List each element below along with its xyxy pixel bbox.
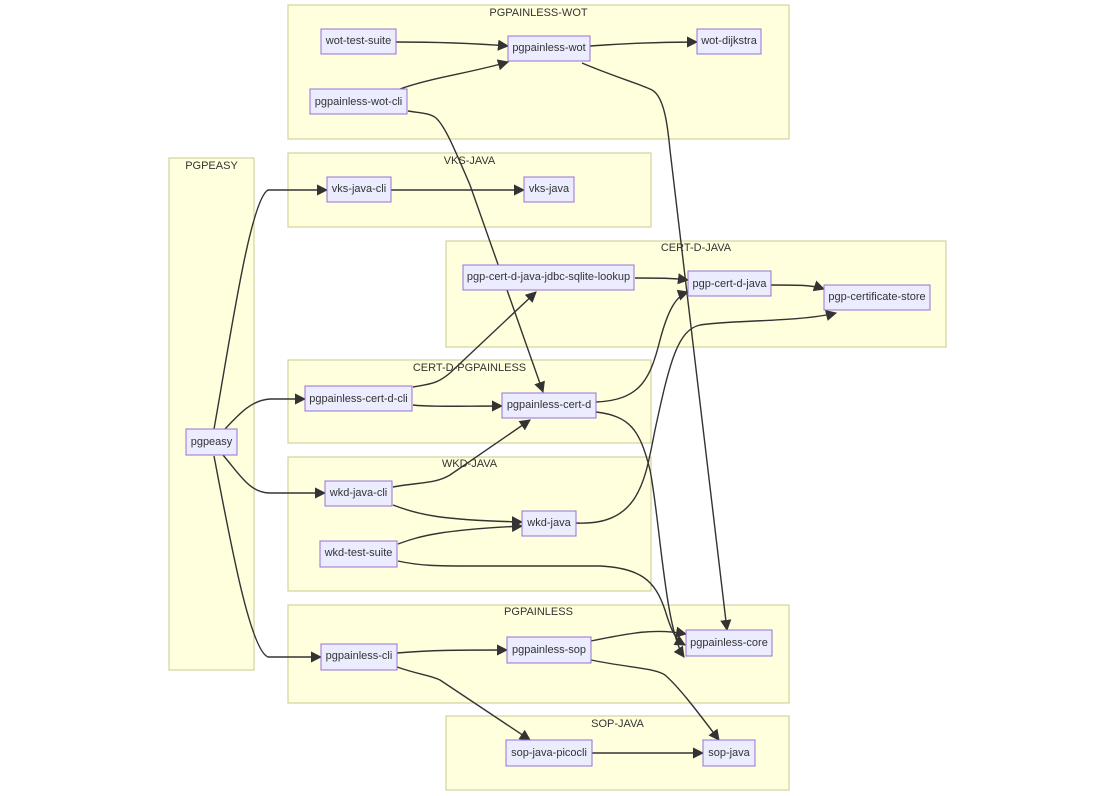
node-label: sop-java-picocli [511, 747, 587, 759]
cluster-label: PGPAINLESS-WOT [489, 7, 587, 19]
node-pgpainless-wot-cli[interactable]: pgpainless-wot-cli [309, 88, 408, 115]
node-wkd-test-suite[interactable]: wkd-test-suite [319, 540, 398, 568]
edge-wkd-java-cli-to-pgpainless-cert-d [392, 419, 531, 488]
edge-wkd-test-suite-to-wkd-java [397, 520, 524, 545]
edge-pgpainless-wot-cli-to-pgpainless-wot [399, 59, 510, 90]
node-sop-java-picocli[interactable]: sop-java-picocli [505, 739, 593, 767]
node-label: pgp-cert-d-java-jdbc-sqlite-lookup [467, 271, 630, 283]
edge-pgpeasy-to-pgpainless-cli [213, 455, 323, 663]
edge-pgpainless-wot-to-wot-dijkstra [589, 36, 699, 48]
node-label: vks-java-cli [332, 183, 386, 195]
edge-pgpainless-cli-to-pgpainless-sop [396, 644, 509, 656]
node-pgpainless-cli[interactable]: pgpainless-cli [320, 643, 398, 671]
node-wot-dijkstra[interactable]: wot-dijkstra [696, 28, 762, 55]
node-label: pgpainless-cli [326, 650, 393, 662]
node-label: wkd-test-suite [324, 547, 393, 559]
node-label: pgpeasy [191, 436, 233, 448]
node-label: sop-java [708, 747, 750, 759]
node-wkd-java[interactable]: wkd-java [521, 510, 577, 537]
edge-wot-test-suite-to-pgpainless-wot [395, 39, 510, 51]
cluster-wkd-java: WKD-JAVA [287, 456, 652, 592]
node-pgpainless-wot[interactable]: pgpainless-wot [507, 35, 591, 62]
node-wkd-java-cli[interactable]: wkd-java-cli [324, 480, 393, 507]
cluster-label: CERT-D-PGPAINLESS [413, 362, 526, 374]
edge-pgpeasy-to-wkd-java-cli [222, 454, 327, 499]
cluster-label: SOP-JAVA [591, 718, 644, 730]
node-vks-java-cli[interactable]: vks-java-cli [326, 176, 392, 203]
edge-pgpainless-cert-d-cli-to-pgpainless-cert-d [412, 400, 504, 412]
cluster-label: CERT-D-JAVA [661, 242, 732, 254]
edge-pgpainless-sop-to-sop-java [590, 659, 720, 741]
node-label: pgpainless-core [690, 637, 768, 649]
edge-pgpeasy-to-pgpainless-cert-d-cli [224, 393, 307, 430]
edge-pgpainless-cert-d-cli-to-sqlite-lookup [412, 291, 537, 388]
edge-pgp-cert-d-java-to-pgp-certificate-store [770, 280, 826, 292]
node-pgpainless-core[interactable]: pgpainless-core [685, 629, 773, 657]
edge-pgpainless-sop-to-pgpainless-core [590, 626, 688, 642]
node-label: pgpainless-cert-d [507, 399, 591, 411]
cluster-label: WKD-JAVA [442, 458, 498, 470]
cluster-label: PGPAINLESS [504, 606, 573, 618]
edge-wkd-java-to-pgp-certificate-store [575, 310, 838, 524]
node-pgpeasy[interactable]: pgpeasy [185, 428, 238, 456]
node-label: wot-dijkstra [700, 35, 758, 47]
edge-pgpainless-cert-d-to-pgpainless-core [595, 411, 685, 658]
cluster-pgpeasy: PGPEASY [168, 157, 255, 671]
node-label: pgpainless-cert-d-cli [309, 393, 407, 405]
edge-pgpainless-wot-cli-to-pgpainless-cert-d [407, 110, 545, 394]
node-label: wot-test-suite [325, 35, 391, 47]
edge-pgpainless-wot-to-pgpainless-core [581, 62, 732, 632]
node-label: pgpainless-sop [512, 644, 586, 656]
edge-wkd-test-suite-to-pgpainless-core [397, 560, 686, 646]
edge-sqlite-lookup-to-pgp-cert-d-java [634, 273, 690, 285]
node-pgp-cert-d-java[interactable]: pgp-cert-d-java [687, 270, 772, 297]
node-vks-java[interactable]: vks-java [523, 176, 575, 203]
node-label: wkd-java [526, 517, 571, 529]
edge-pgpainless-cert-d-to-pgp-cert-d-java [595, 289, 690, 403]
node-pgp-certificate-store[interactable]: pgp-certificate-store [823, 284, 931, 311]
cluster-label: VKS-JAVA [444, 155, 496, 167]
node-label: pgp-certificate-store [828, 291, 925, 303]
edge-pgpeasy-to-vks-java-cli [213, 184, 329, 430]
edge-pgpainless-cli-to-sop-java-picocli [396, 666, 531, 741]
node-pgpainless-cert-d-cli[interactable]: pgpainless-cert-d-cli [304, 385, 413, 412]
edge-wkd-java-cli-to-wkd-java [392, 504, 524, 528]
node-pgpainless-sop[interactable]: pgpainless-sop [506, 636, 592, 664]
node-label: pgpainless-wot [512, 42, 585, 54]
node-label: vks-java [529, 183, 570, 195]
node-sop-java[interactable]: sop-java [702, 739, 756, 767]
node-pgpainless-cert-d[interactable]: pgpainless-cert-d [501, 392, 597, 419]
cluster-pgpainless-wot: PGPAINLESS-WOT [287, 4, 790, 140]
node-label: pgpainless-wot-cli [315, 96, 402, 108]
node-label: pgp-cert-d-java [693, 278, 768, 290]
node-wot-test-suite[interactable]: wot-test-suite [320, 28, 397, 55]
node-label: wkd-java-cli [329, 487, 387, 499]
cluster-label: PGPEASY [185, 160, 238, 172]
node-pgp-cert-d-java-jdbc-sqlite-lookup[interactable]: pgp-cert-d-java-jdbc-sqlite-lookup [462, 264, 635, 291]
